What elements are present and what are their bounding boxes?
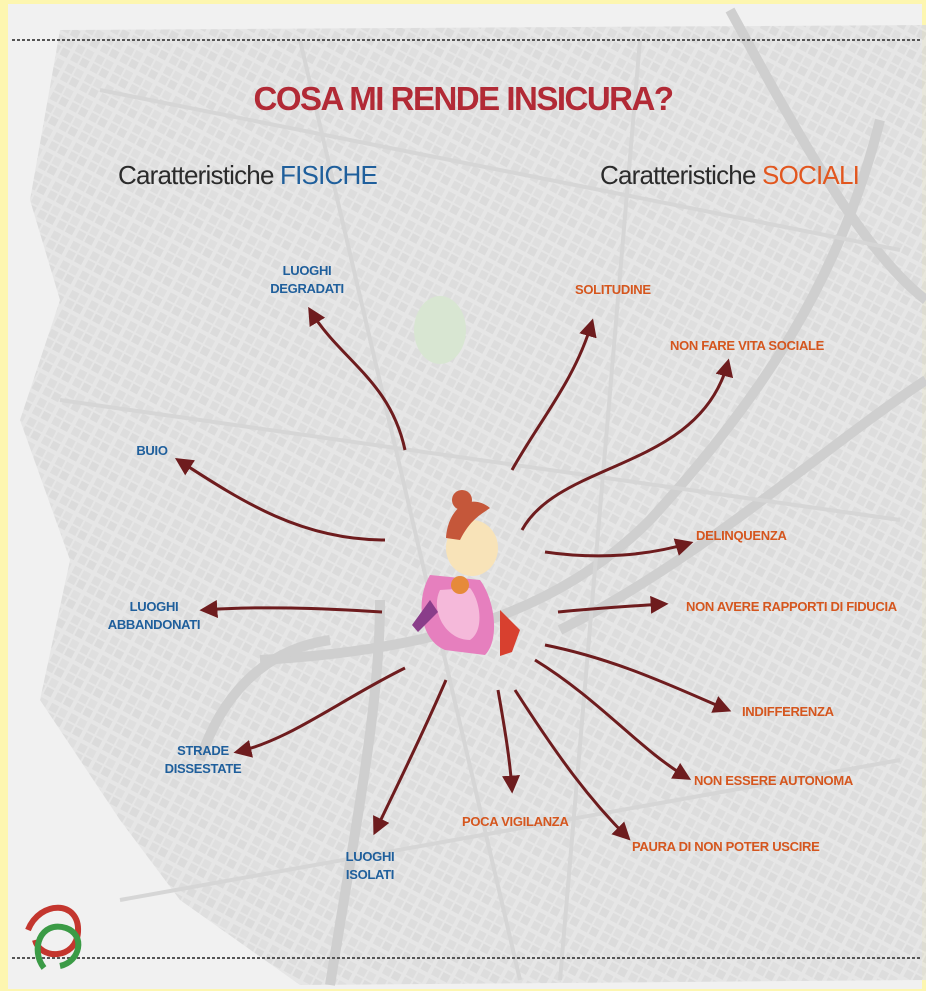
label-luoghi-degradati: LUOGHI DEGRADATI — [262, 262, 352, 298]
arrow-non-avere-rapporti — [557, 595, 669, 614]
label-poca-vigilanza: POCA VIGILANZA — [462, 814, 569, 829]
label-paura-di-non-poter-uscire: PAURA DI NON POTER USCIRE — [632, 839, 820, 854]
logo-knot-icon — [25, 904, 82, 970]
social-heading: Caratteristiche SOCIALI — [600, 160, 860, 191]
arrow-luoghi-abbandonati — [199, 600, 383, 618]
arrow-luoghi-degradati — [308, 306, 407, 451]
label-line: DISSESTATE — [164, 761, 242, 776]
label-luoghi-isolati: LUOGHI ISOLATI — [330, 848, 410, 884]
arrow-poca-vigilanza — [496, 689, 521, 794]
arrow-non-fare-vita-sociale — [520, 358, 734, 531]
girl-illustration — [412, 490, 520, 656]
arrow-solitudine — [510, 318, 597, 471]
arrow-luoghi-isolati — [373, 679, 448, 836]
page-title: COSA MI RENDE INSICURA? — [253, 80, 674, 117]
social-heading-prefix: Caratteristiche — [600, 160, 763, 190]
label-non-essere-autonoma: NON ESSERE AUTONOMA — [694, 773, 853, 788]
label-line: STRADE — [177, 743, 229, 758]
arrow-paura — [513, 689, 631, 841]
label-line: LUOGHI — [282, 263, 332, 278]
label-line: ISOLATI — [345, 867, 395, 882]
label-buio: BUIO — [122, 442, 182, 460]
label-line: DEGRADATI — [270, 281, 344, 296]
label-non-avere-rapporti-di-fiducia: NON AVERE RAPPORTI DI FIDUCIA — [686, 599, 897, 614]
arrows — [174, 306, 734, 841]
label-delinquenza: DELINQUENZA — [696, 528, 787, 543]
label-line: LUOGHI — [129, 599, 179, 614]
label-line: BUIO — [136, 443, 168, 458]
label-non-fare-vita-sociale: NON FARE VITA SOCIALE — [670, 338, 825, 353]
label-line: LUOGHI — [345, 849, 395, 864]
arrow-non-essere-autonoma — [534, 658, 692, 780]
physical-heading-highlight: FISICHE — [280, 160, 378, 190]
physical-heading: Caratteristiche FISICHE — [118, 160, 378, 191]
arrow-indifferenza — [544, 643, 732, 713]
park-area — [414, 296, 466, 364]
physical-heading-prefix: Caratteristiche — [118, 160, 281, 190]
label-indifferenza: INDIFFERENZA — [742, 704, 834, 719]
social-heading-highlight: SOCIALI — [762, 160, 860, 190]
label-line: ABBANDONATI — [107, 617, 201, 632]
arrow-strade-dissestate — [233, 666, 406, 758]
arrow-delinquenza — [544, 538, 694, 558]
label-luoghi-abbandonati: LUOGHI ABBANDONATI — [104, 598, 204, 634]
label-strade-dissestate: STRADE DISSESTATE — [158, 742, 248, 778]
label-solitudine: SOLITUDINE — [575, 282, 651, 297]
arrow-buio — [174, 458, 386, 542]
